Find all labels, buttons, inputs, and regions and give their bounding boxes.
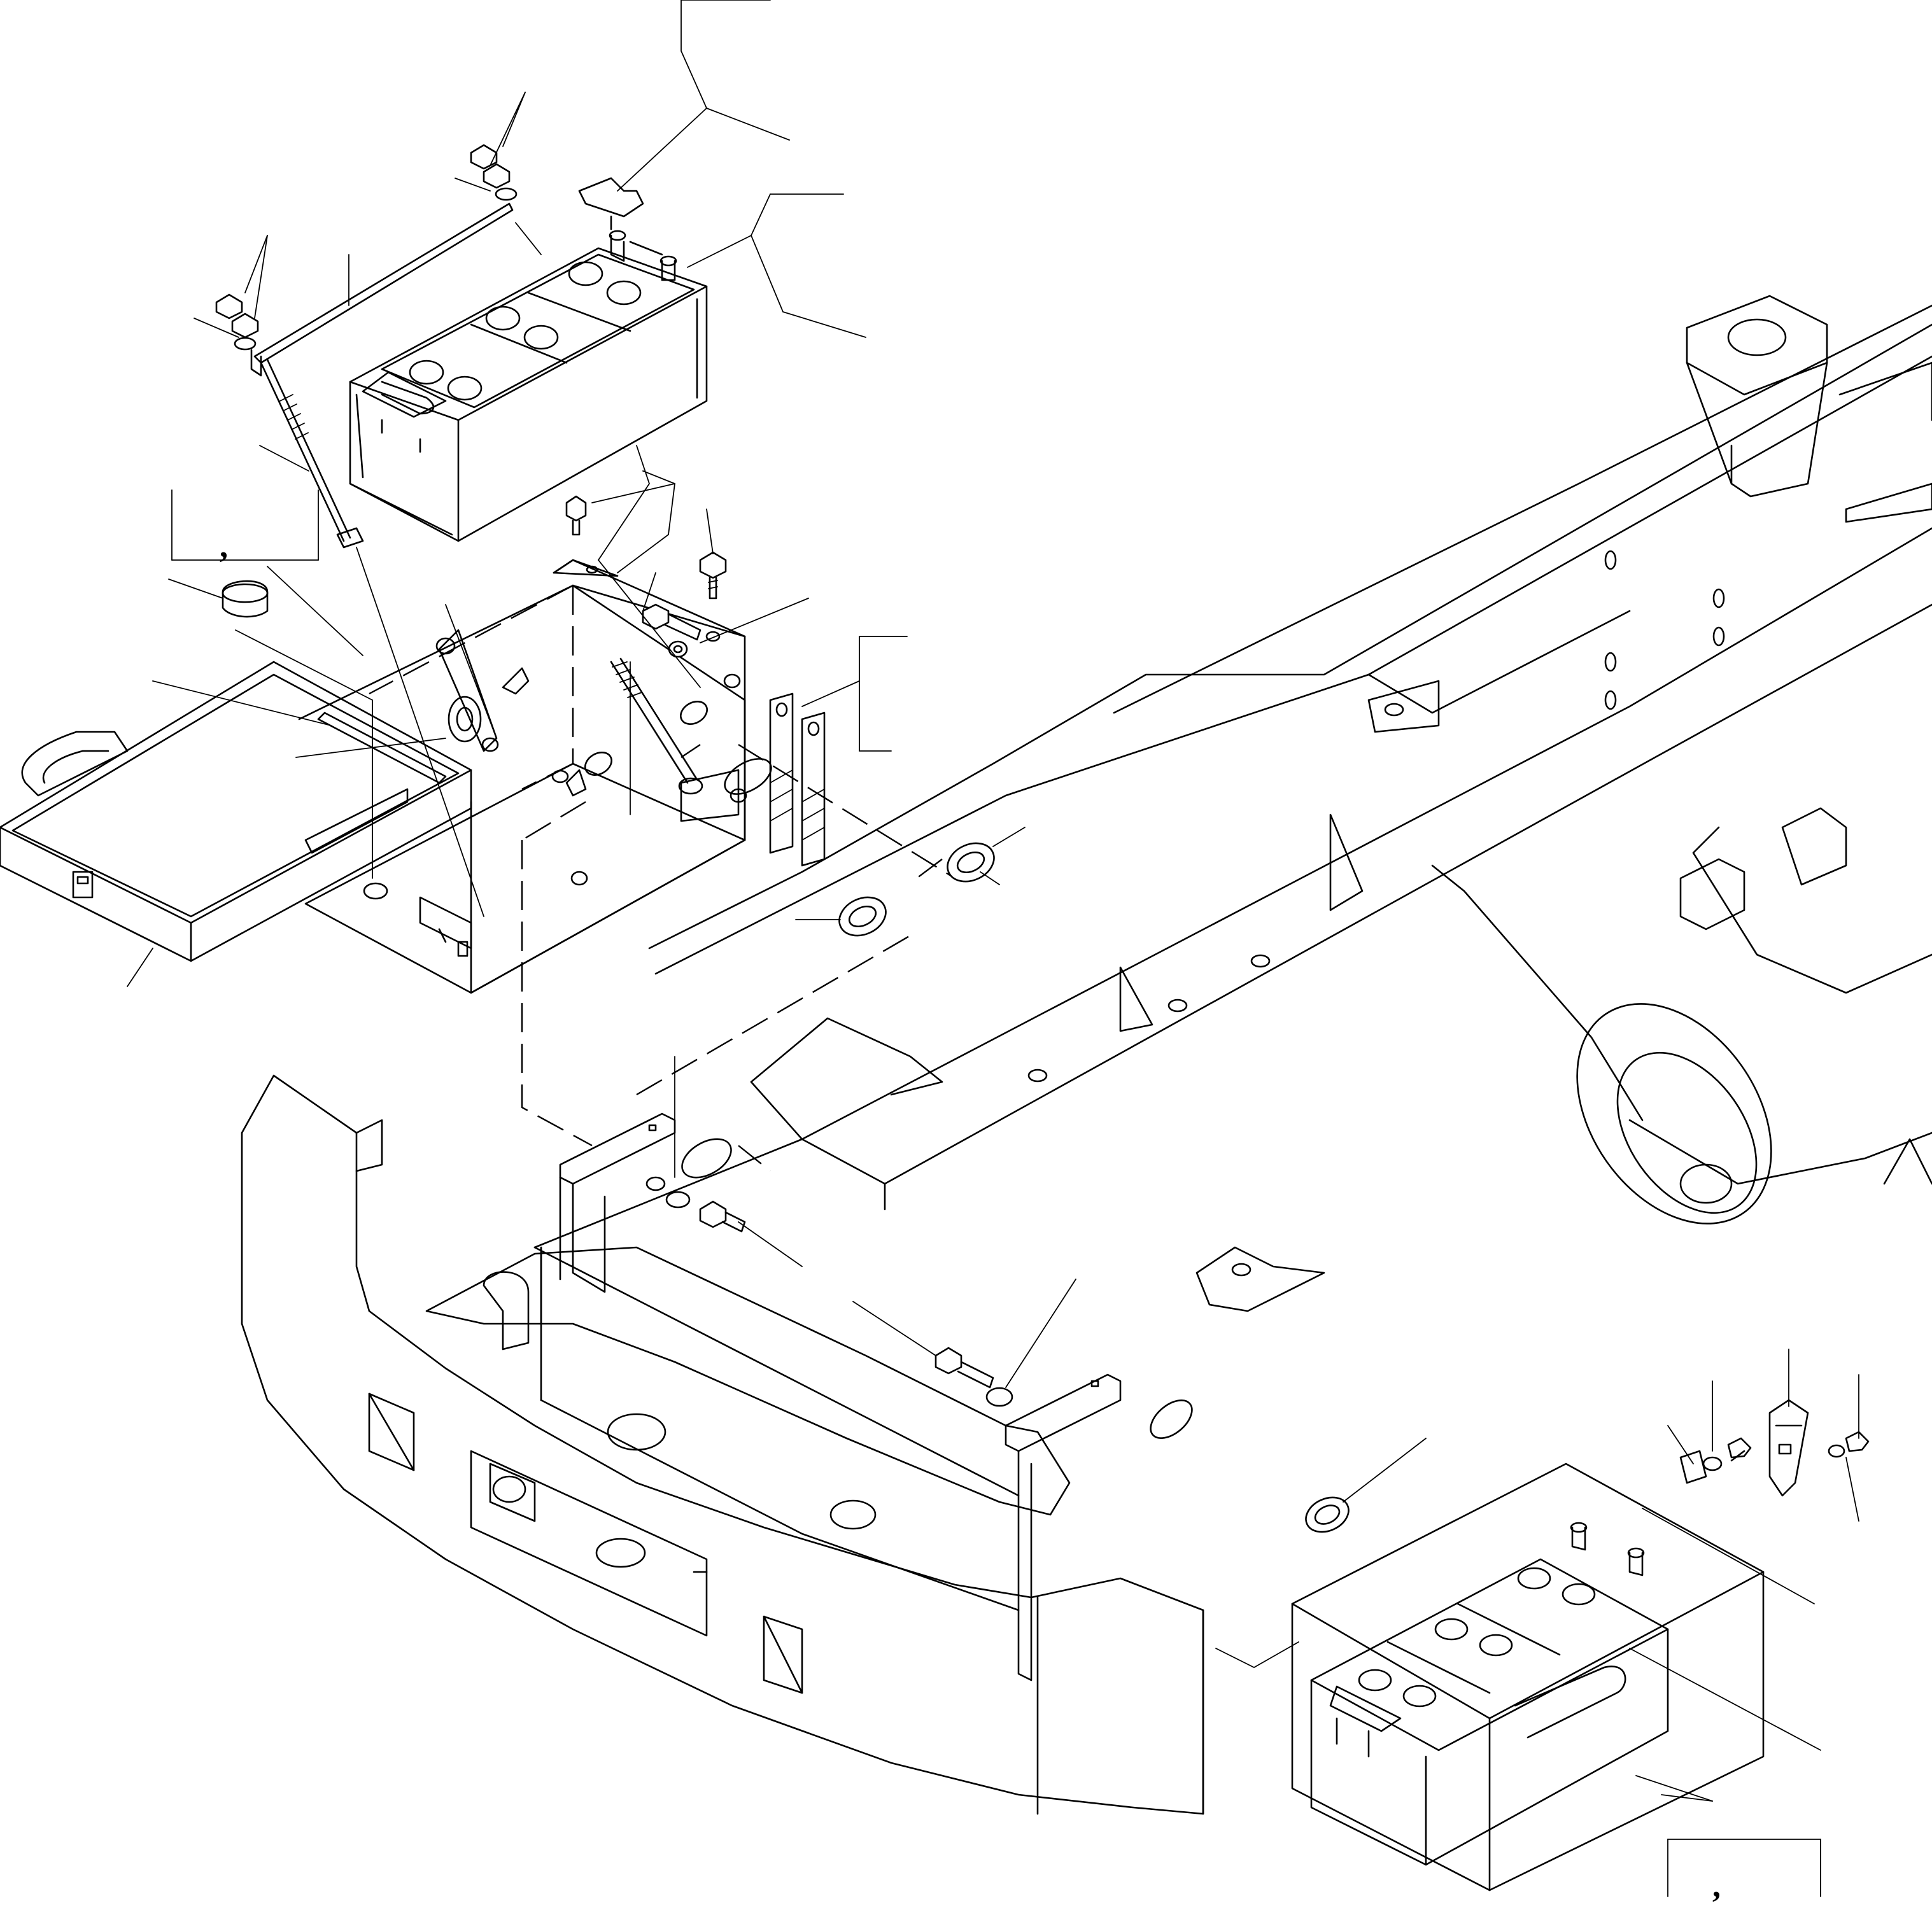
counterweight — [241, 1074, 1204, 1815]
hold-down-lever — [435, 629, 530, 752]
inset-label-bottom: , — [1712, 1868, 1721, 1904]
inset-battery-assembly — [1291, 1463, 1765, 1891]
hardware-parts — [215, 144, 1350, 1533]
inset-latch-parts — [1679, 1399, 1870, 1497]
battery-mount-plate — [533, 758, 1122, 1681]
inset-label-top: , — [220, 528, 228, 565]
frame-mounting-holes — [1027, 550, 1725, 1439]
sliding-tray — [0, 661, 472, 962]
machine-frame — [648, 295, 1932, 1439]
hold-down-bar — [250, 202, 514, 549]
battery-exploded — [349, 230, 708, 542]
assembly-guide-lines — [521, 743, 955, 1172]
leader-lines — [127, 0, 1859, 1897]
frame-pedestal — [1686, 295, 1828, 498]
swing-circle — [1576, 1003, 1772, 1224]
